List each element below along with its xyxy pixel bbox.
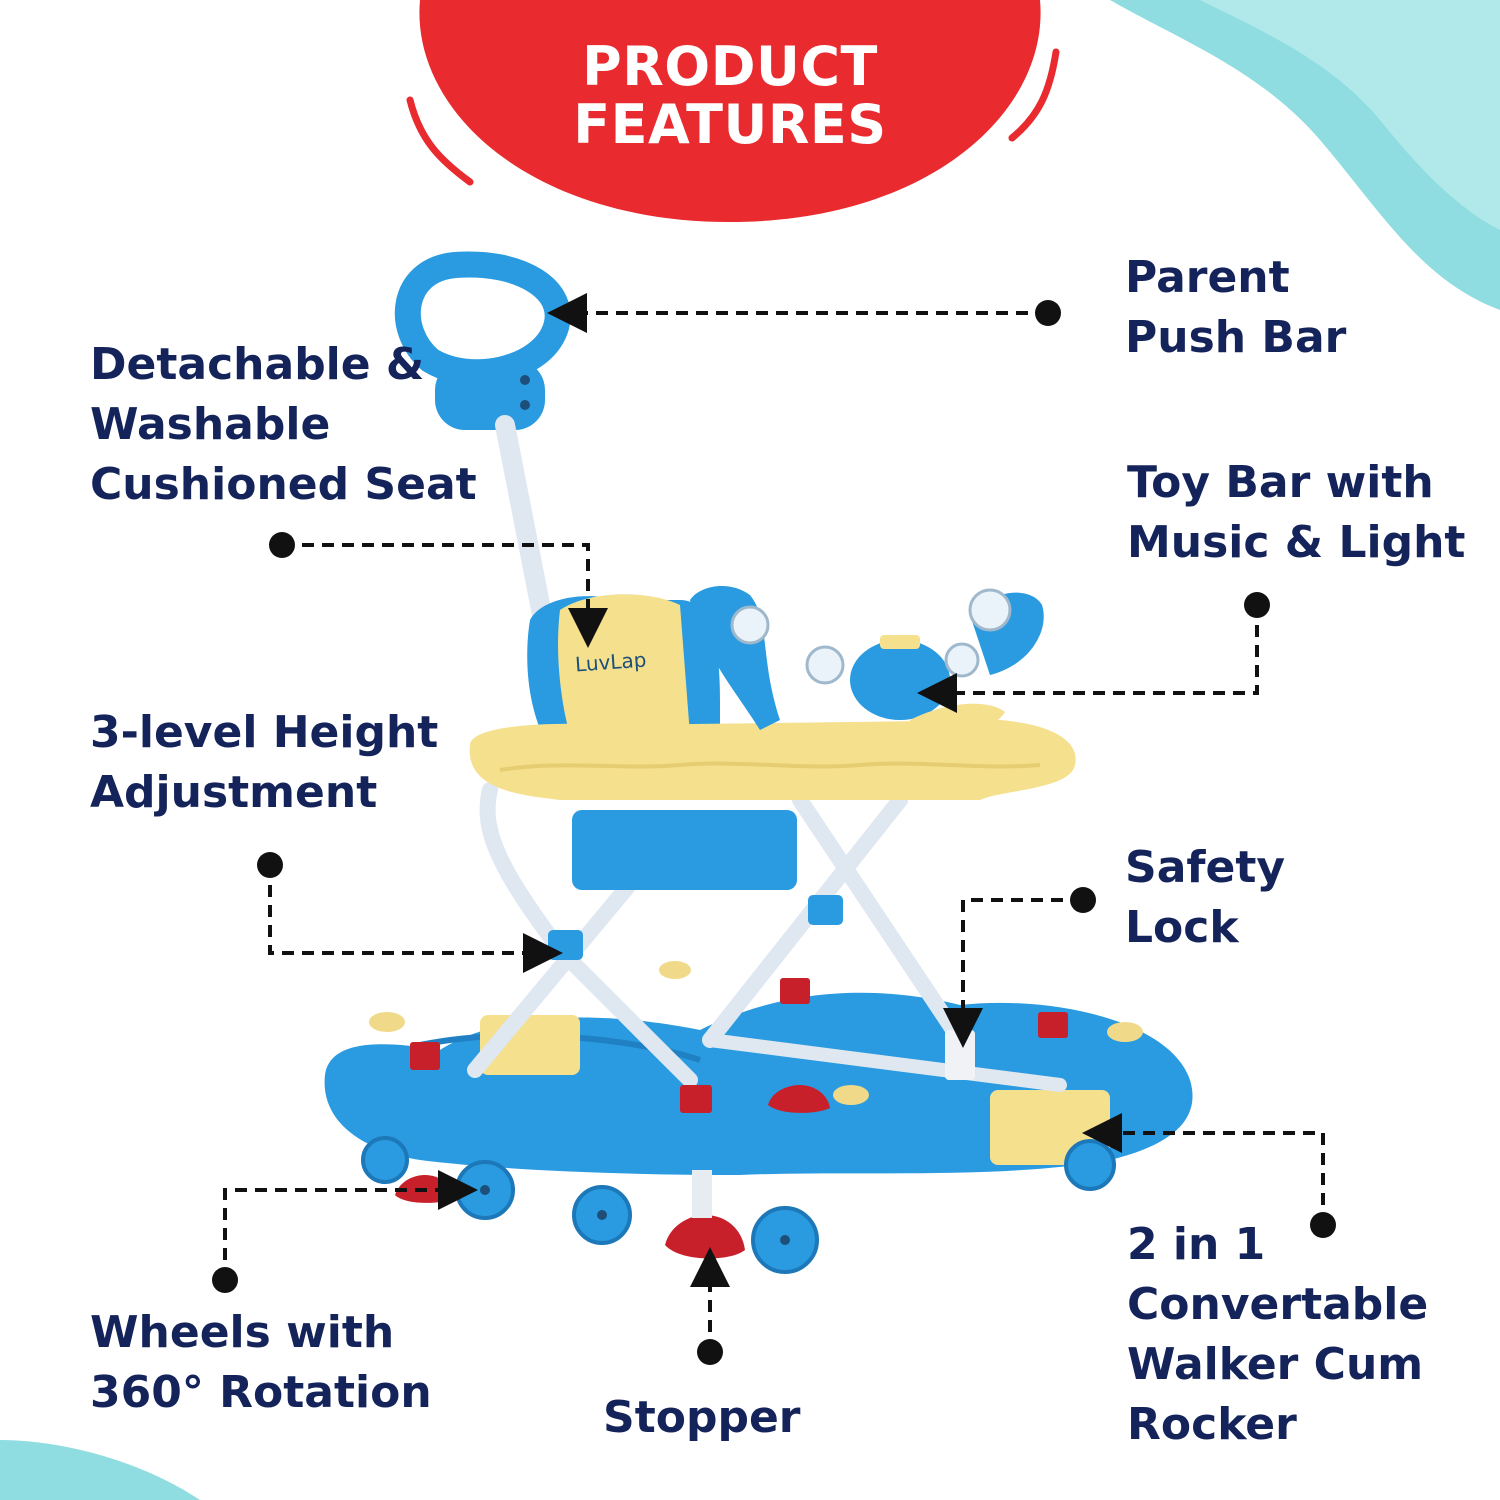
banner-swoosh-left xyxy=(406,96,474,186)
feature-safety-lock: Safety Lock xyxy=(1125,838,1285,958)
feature-toy-bar: Toy Bar with Music & Light xyxy=(1127,453,1465,573)
feature-seat-line-2: Washable xyxy=(90,399,331,450)
feature-height: 3-level Height Adjustment xyxy=(90,703,438,823)
walker-tray xyxy=(469,720,1076,800)
connector-height xyxy=(268,865,563,973)
feature-seat: Detachable & Washable Cushioned Seat xyxy=(90,335,477,515)
feature-rocker-line-2: Convertable xyxy=(1127,1279,1429,1330)
feature-stopper-line-1: Stopper xyxy=(603,1392,801,1443)
dot-rocker xyxy=(1310,1212,1336,1238)
feature-safety-lock-line-2: Lock xyxy=(1125,902,1239,953)
feature-push-bar-line-2: Push Bar xyxy=(1125,312,1347,363)
push-handle xyxy=(394,251,571,640)
feature-wheels-line-2: 360° Rotation xyxy=(90,1367,432,1418)
feature-wheels-line-1: Wheels with xyxy=(90,1307,395,1358)
feature-rocker: 2 in 1 Convertable Walker Cum Rocker xyxy=(1127,1215,1428,1455)
base-knobs xyxy=(369,961,1143,1113)
feature-toy-bar-line-2: Music & Light xyxy=(1127,517,1466,568)
title-line-1: PRODUCT xyxy=(582,35,878,98)
connector-toy-bar xyxy=(917,605,1259,713)
connector-safety-lock xyxy=(943,898,1083,1048)
bottom-left-wave xyxy=(0,1440,200,1500)
feature-seat-line-1: Detachable & xyxy=(90,339,425,390)
feature-rocker-line-1: 2 in 1 xyxy=(1127,1219,1266,1270)
connector-wheels xyxy=(223,1170,478,1280)
connector-rocker xyxy=(1082,1113,1325,1225)
feature-seat-line-3: Cushioned Seat xyxy=(90,459,477,510)
dot-wheels xyxy=(212,1267,238,1293)
banner-shape xyxy=(419,0,1041,222)
dot-height xyxy=(257,852,283,878)
toy-bar xyxy=(690,585,1044,737)
feature-rocker-line-4: Rocker xyxy=(1127,1399,1297,1450)
feature-push-bar: Parent Push Bar xyxy=(1125,248,1346,368)
feature-wheels: Wheels with 360° Rotation xyxy=(90,1303,432,1423)
feature-height-line-1: 3-level Height xyxy=(90,707,439,758)
connector-seat xyxy=(282,543,608,648)
feature-stopper: Stopper xyxy=(603,1388,800,1448)
feature-toy-bar-line-1: Toy Bar with xyxy=(1127,457,1434,508)
feature-push-bar-line-1: Parent xyxy=(1125,252,1290,303)
dot-push-bar xyxy=(1035,300,1061,326)
feature-rocker-line-3: Walker Cum xyxy=(1127,1339,1424,1390)
banner-swoosh-right xyxy=(1008,48,1060,142)
dot-toy-bar xyxy=(1244,592,1270,618)
top-right-wave-light xyxy=(1200,0,1500,230)
feature-height-line-2: Adjustment xyxy=(90,767,378,818)
dot-seat xyxy=(269,532,295,558)
dot-stopper xyxy=(697,1339,723,1365)
title-banner xyxy=(406,0,1060,222)
title-line-2: FEATURES xyxy=(573,93,887,156)
page-title: PRODUCT FEATURES xyxy=(420,38,1040,154)
feature-safety-lock-line-1: Safety xyxy=(1125,842,1286,893)
dot-safety-lock xyxy=(1070,887,1096,913)
